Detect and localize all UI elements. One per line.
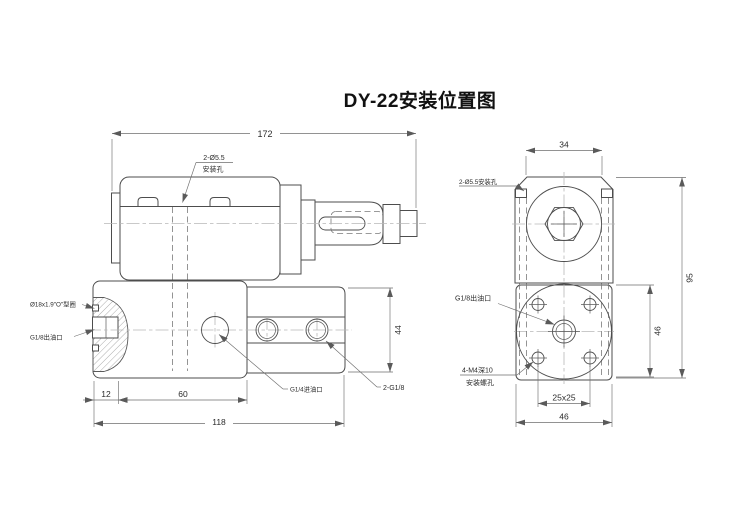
label-screw-line2: 安装螺孔: [466, 378, 494, 387]
dim-95: 95: [616, 177, 695, 379]
label-outlet-front: G1/8出油口: [455, 294, 555, 325]
valve-tube: [279, 184, 418, 275]
label-side-ports: 2-G1/8: [325, 340, 405, 392]
dim-46-side: 46: [616, 284, 663, 378]
side-port-thread: [308, 321, 326, 339]
hex-plug: [544, 207, 584, 241]
dim-text-95: 95: [685, 273, 695, 283]
label-outlet-side: G1/8出油口: [30, 329, 95, 342]
oring-groove-lower: [92, 344, 99, 352]
corner-hole-notch: [515, 188, 527, 198]
label-outlet-text: G1/8出油口: [30, 333, 63, 342]
page-title: DY-22安装位置图: [343, 91, 497, 112]
side-port-circle: [305, 318, 329, 342]
corner-hole-notch: [601, 188, 613, 198]
dim-34: 34: [525, 140, 603, 175]
flange-circle: [516, 283, 612, 380]
label-side-ports-text: 2-G1/8: [383, 385, 405, 392]
hex-plug-circle: [547, 207, 581, 241]
label-outlet-front-text: G1/8出油口: [455, 294, 491, 303]
outlet-port-bore: [92, 316, 119, 339]
dim-text-12: 12: [101, 389, 111, 399]
side-port-thread: [258, 321, 276, 339]
tube-neck: [300, 199, 316, 261]
label-screw-holes: 4-M4深10 安装螺孔: [460, 361, 534, 387]
mounting-block: [92, 280, 346, 379]
dim-172: 172: [111, 127, 417, 208]
label-mount-text: 安装孔: [203, 165, 224, 174]
side-view: 172 2-Ø5.5 安装孔 Ø18x1.9"O"型圈 G1/8出油口: [30, 127, 426, 427]
label-oring-text: Ø18x1.9"O"型圈: [30, 300, 76, 309]
dim-44: 44: [348, 287, 403, 373]
lock-nut: [382, 204, 401, 244]
coil-tab: [209, 197, 231, 207]
coil-tab: [137, 197, 159, 207]
dim-text-46-width: 46: [559, 412, 569, 422]
dim-bottom-group: 12 60 118: [83, 375, 345, 427]
tube-flange: [279, 184, 302, 275]
solenoid-coil: [111, 176, 281, 281]
label-mount-holes-text: 2-Ø5.5安装孔: [459, 177, 498, 186]
label-inlet-text: G1/4进油口: [290, 385, 323, 394]
dim-46-bottom: 46: [515, 384, 613, 427]
solenoid-body: [119, 176, 281, 281]
dim-text-25x25: 25x25: [552, 393, 575, 403]
dim-text-46-height: 46: [653, 326, 663, 336]
front-view: 34 95 46 25x25: [455, 140, 695, 427]
coil-end-circle: [526, 186, 602, 262]
label-inlet: G1/4进油口: [218, 334, 323, 394]
side-port-circle: [255, 318, 279, 342]
dim-text-44: 44: [393, 325, 403, 335]
dim-text-118: 118: [212, 417, 226, 427]
label-mounting-holes: 2-Ø5.5 安装孔: [182, 155, 233, 203]
dim-text-60: 60: [178, 389, 188, 399]
m4-holes: [529, 295, 599, 367]
dim-text-172: 172: [257, 129, 272, 139]
label-oring: Ø18x1.9"O"型圈: [30, 300, 95, 309]
label-screw-line1: 4-M4深10: [462, 366, 493, 375]
label-mount-holes-front: 2-Ø5.5安装孔: [459, 177, 525, 192]
dim-25x25: 25x25: [537, 366, 591, 407]
dim-text-34: 34: [559, 140, 569, 150]
label-mount-size: 2-Ø5.5: [203, 155, 225, 162]
tube-hidden-bore: [330, 211, 384, 234]
solenoid-end-cap: [111, 192, 121, 264]
inlet-port-circle: [201, 316, 229, 344]
